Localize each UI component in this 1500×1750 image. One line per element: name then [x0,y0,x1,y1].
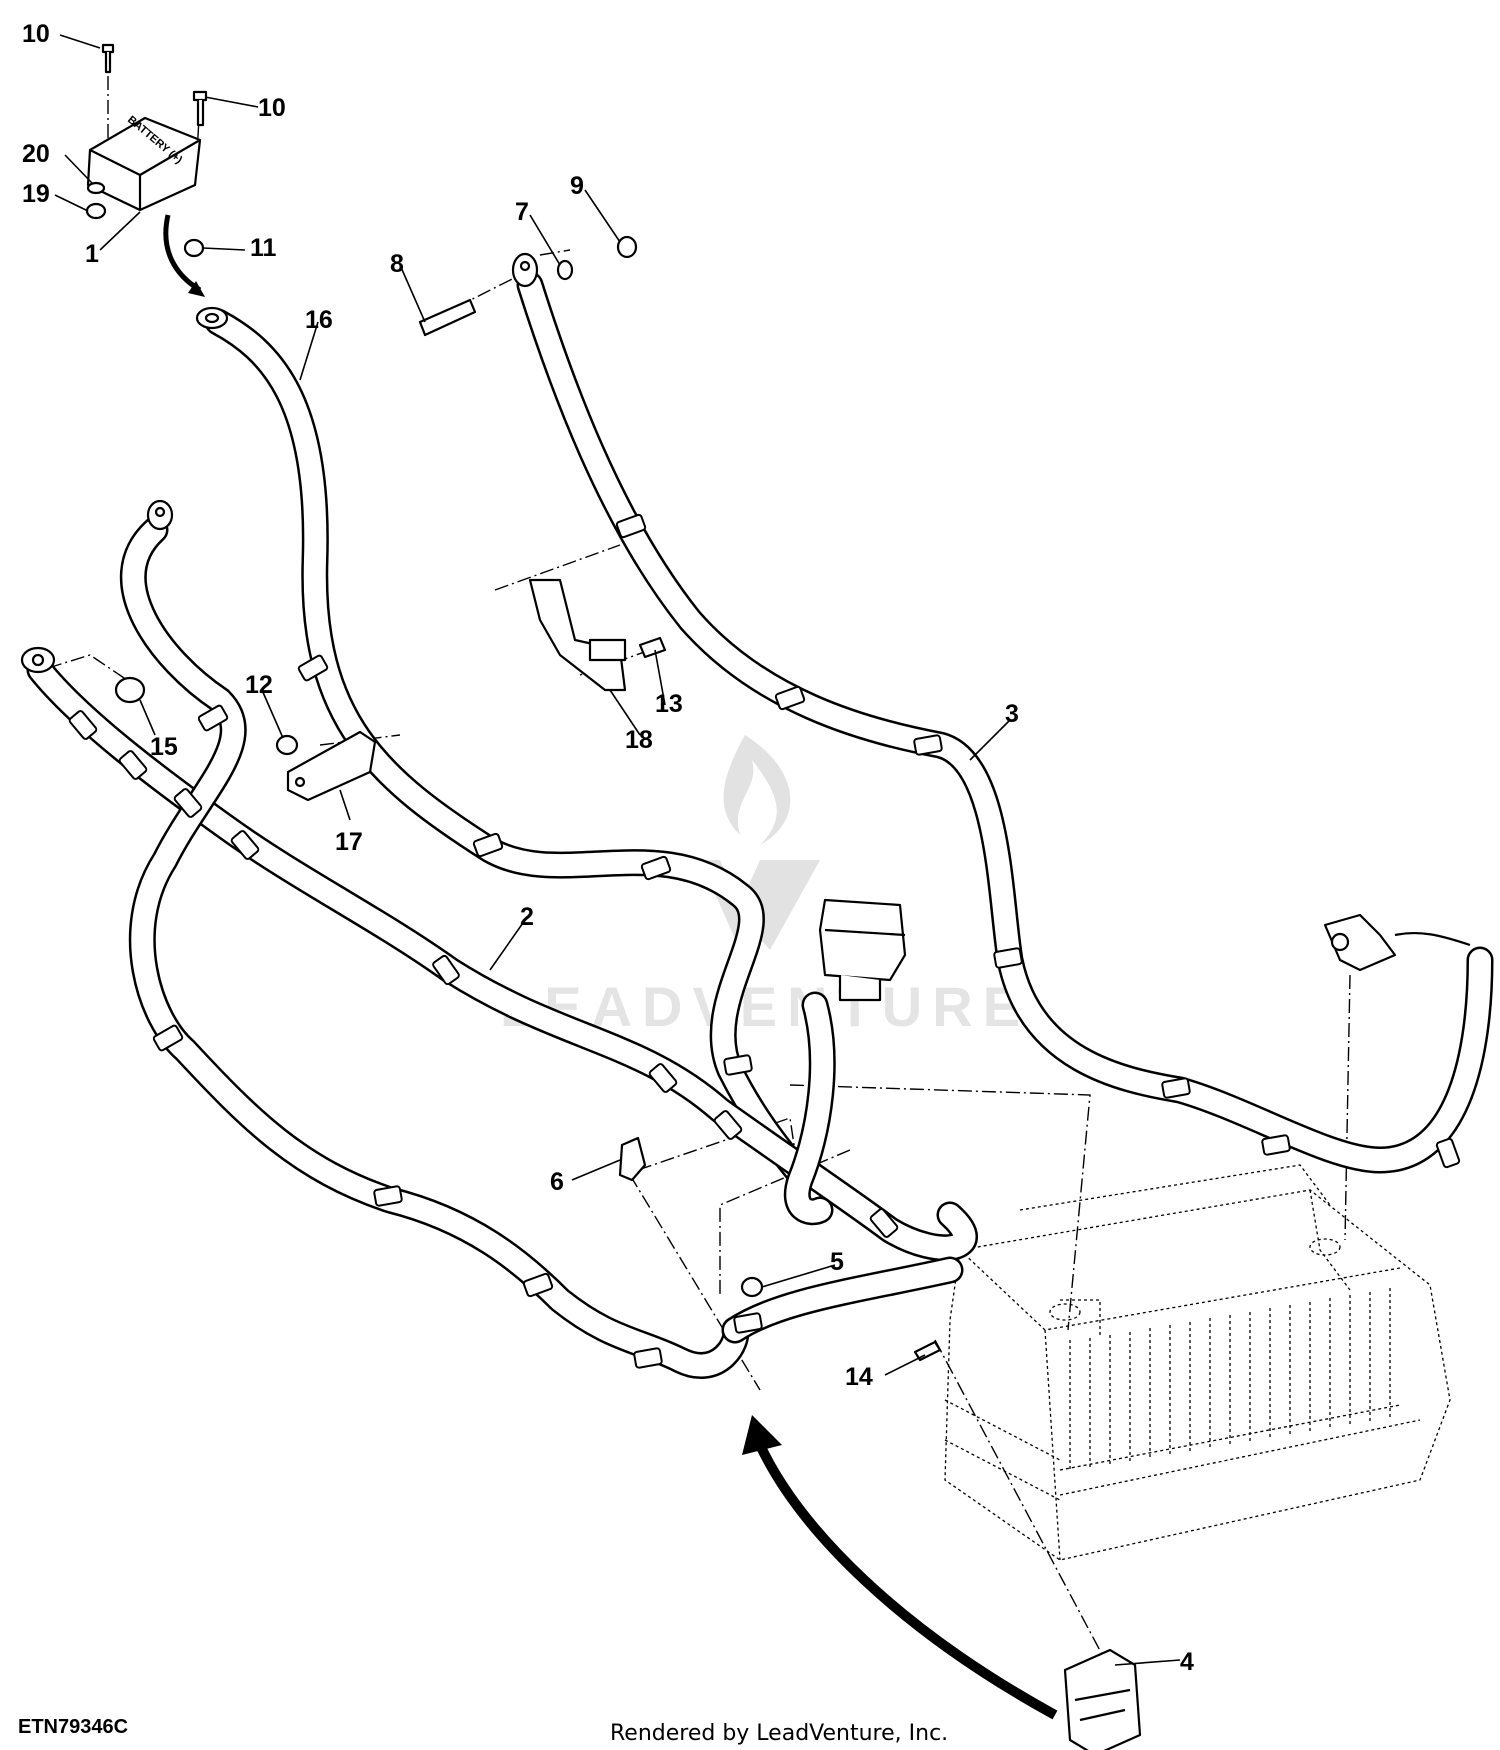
diagram-code: ETN79346C [18,1716,128,1738]
battery-phantom [944,1164,1451,1561]
leader-lines [54,34,1181,1666]
callout-9: 9 [570,172,584,200]
callout-15: 15 [150,733,178,761]
bracket-17 [286,730,377,802]
battery-positive-clamp [1323,913,1471,972]
battery-junction-block: BATTERY (+) [86,114,202,212]
cable-3-ring-terminal [511,252,539,288]
small-hardware [85,43,942,1362]
bracket-6 [618,1136,647,1182]
callout-10-right: 10 [258,94,286,122]
cable-clips [68,513,1461,1369]
callout-11: 11 [250,234,277,262]
callout-13: 13 [655,690,683,718]
bracket-18 [528,578,627,692]
callout-12: 12 [245,671,273,699]
arrow-to-cable-16 [163,214,205,297]
watermark-logo: LEADVENTURE [500,735,1020,1038]
callout-18: 18 [625,726,653,754]
callout-16: 16 [305,306,333,334]
cable-16-ring-terminal [195,306,229,330]
callout-20: 20 [22,140,50,168]
sensor-connector [818,898,907,1002]
cable-2-ring-terminal-top [146,499,174,531]
callout-5: 5 [830,1248,844,1276]
callout-3: 3 [1005,700,1019,728]
callout-8: 8 [390,250,404,278]
callout-19: 19 [22,180,50,208]
arrow-to-connector-4 [742,1415,1058,1720]
callout-10-top: 10 [22,20,50,48]
callout-4: 4 [1180,1648,1194,1676]
callout-7: 7 [515,198,529,226]
cable-2-ring-terminal-left [20,646,56,674]
callout-labels: 10 10 20 19 1 11 8 7 9 16 12 15 17 13 18… [22,20,1194,1676]
callout-1: 1 [85,240,99,268]
callout-14: 14 [845,1363,873,1391]
connector-4 [1063,1648,1142,1750]
callout-17: 17 [335,828,363,856]
cable-2-lower [120,516,750,1379]
footer-credit: Rendered by LeadVenture, Inc. [610,1721,948,1746]
cable-3 [516,271,1494,1174]
callout-2: 2 [520,903,534,931]
cable-2-branch [721,991,964,1344]
callout-6: 6 [550,1168,564,1196]
